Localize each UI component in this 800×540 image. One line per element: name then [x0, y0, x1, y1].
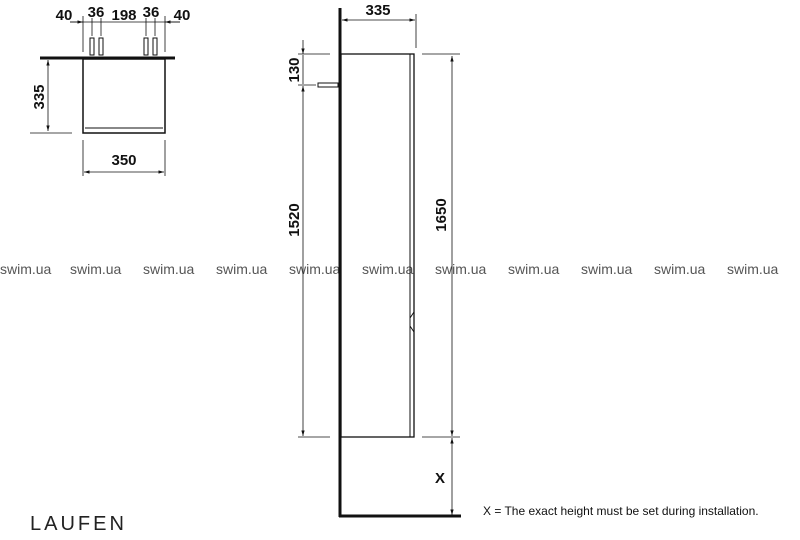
dim-top-36-right: 36: [143, 4, 160, 21]
watermark: swim.ua: [654, 261, 706, 277]
dim-top-36-left: 36: [88, 4, 105, 21]
dim-top-40-left: 40: [56, 7, 73, 24]
dim-anchor-offset: 130: [286, 57, 303, 82]
watermark: swim.ua: [362, 261, 414, 277]
side-view: [298, 8, 461, 518]
watermark: swim.ua: [508, 261, 560, 277]
dim-top-40-right: 40: [174, 7, 191, 24]
dim-anchor-to-bottom: 1520: [286, 203, 303, 236]
laufen-logo: LAUFEN: [30, 513, 127, 535]
footnote: X = The exact height must be set during …: [483, 504, 759, 518]
wall-anchors: [89, 37, 158, 56]
watermark: swim.ua: [216, 261, 268, 277]
dim-top-198: 198: [111, 7, 136, 24]
wall-anchor: [317, 82, 339, 88]
watermark: swim.ua: [0, 261, 52, 277]
top-view: [30, 16, 180, 176]
watermark: swim.ua: [289, 261, 341, 277]
watermark: swim.ua: [581, 261, 633, 277]
watermark: swim.ua: [435, 261, 487, 277]
dim-top-depth: 335: [31, 84, 48, 109]
dim-height: 1650: [433, 198, 450, 231]
watermark: swim.ua: [143, 261, 195, 277]
watermark-row: swim.ua swim.ua swim.ua swim.ua swim.ua …: [0, 261, 779, 277]
watermark: swim.ua: [727, 261, 779, 277]
dim-floor-gap: X: [435, 470, 445, 487]
watermark: swim.ua: [70, 261, 122, 277]
dim-side-depth: 335: [365, 2, 390, 19]
dim-top-width: 350: [111, 152, 136, 169]
